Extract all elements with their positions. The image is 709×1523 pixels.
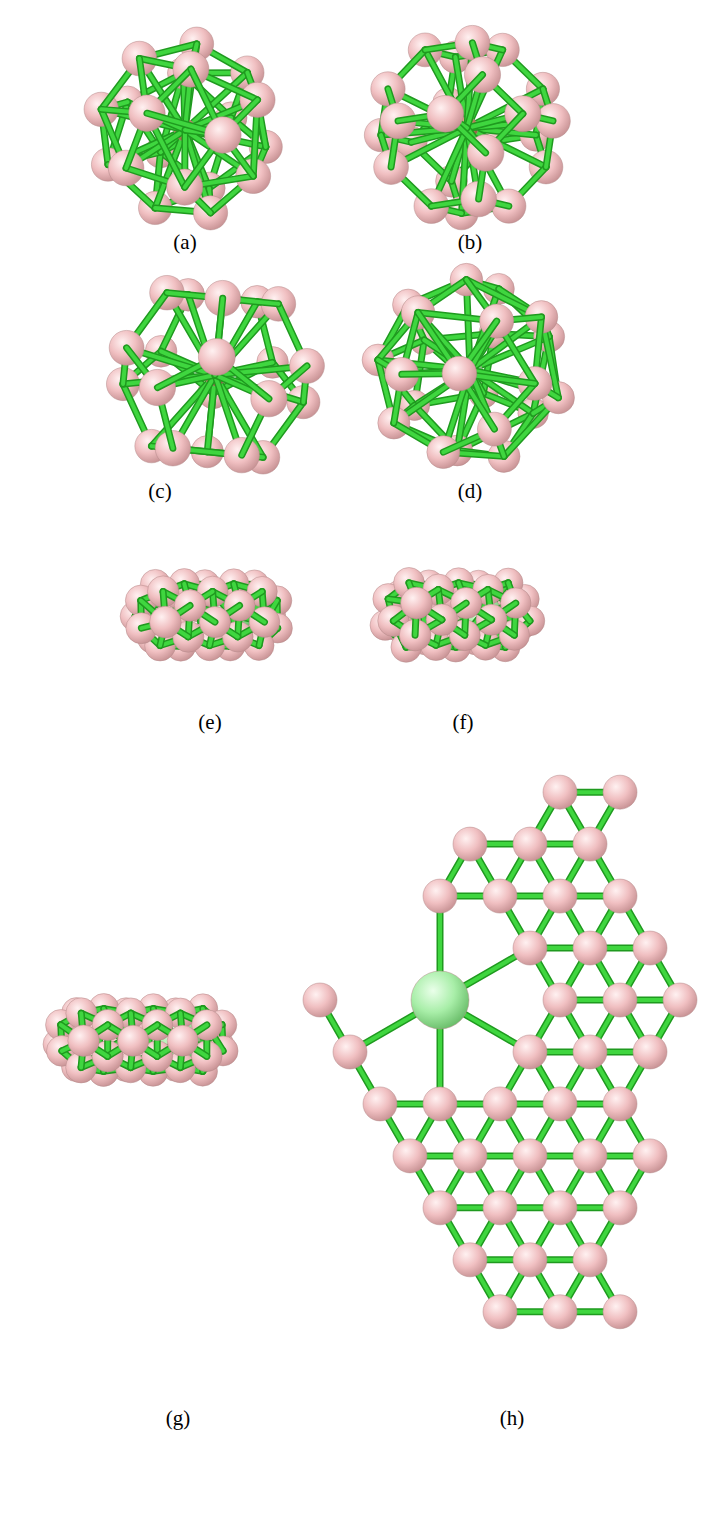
metal-atom xyxy=(150,606,182,638)
cluster-structure xyxy=(43,994,238,1087)
metal-atom xyxy=(442,356,477,391)
cluster-structure xyxy=(120,569,292,662)
metal-atom xyxy=(427,95,464,132)
cluster-structure xyxy=(362,263,574,472)
cluster-structure xyxy=(106,275,324,474)
cluster-structure xyxy=(84,27,282,230)
cluster-structure xyxy=(370,567,545,662)
cluster-structure xyxy=(364,25,570,229)
metal-atom xyxy=(198,338,235,375)
metal-atom xyxy=(401,587,433,619)
metal-atom xyxy=(205,117,241,153)
